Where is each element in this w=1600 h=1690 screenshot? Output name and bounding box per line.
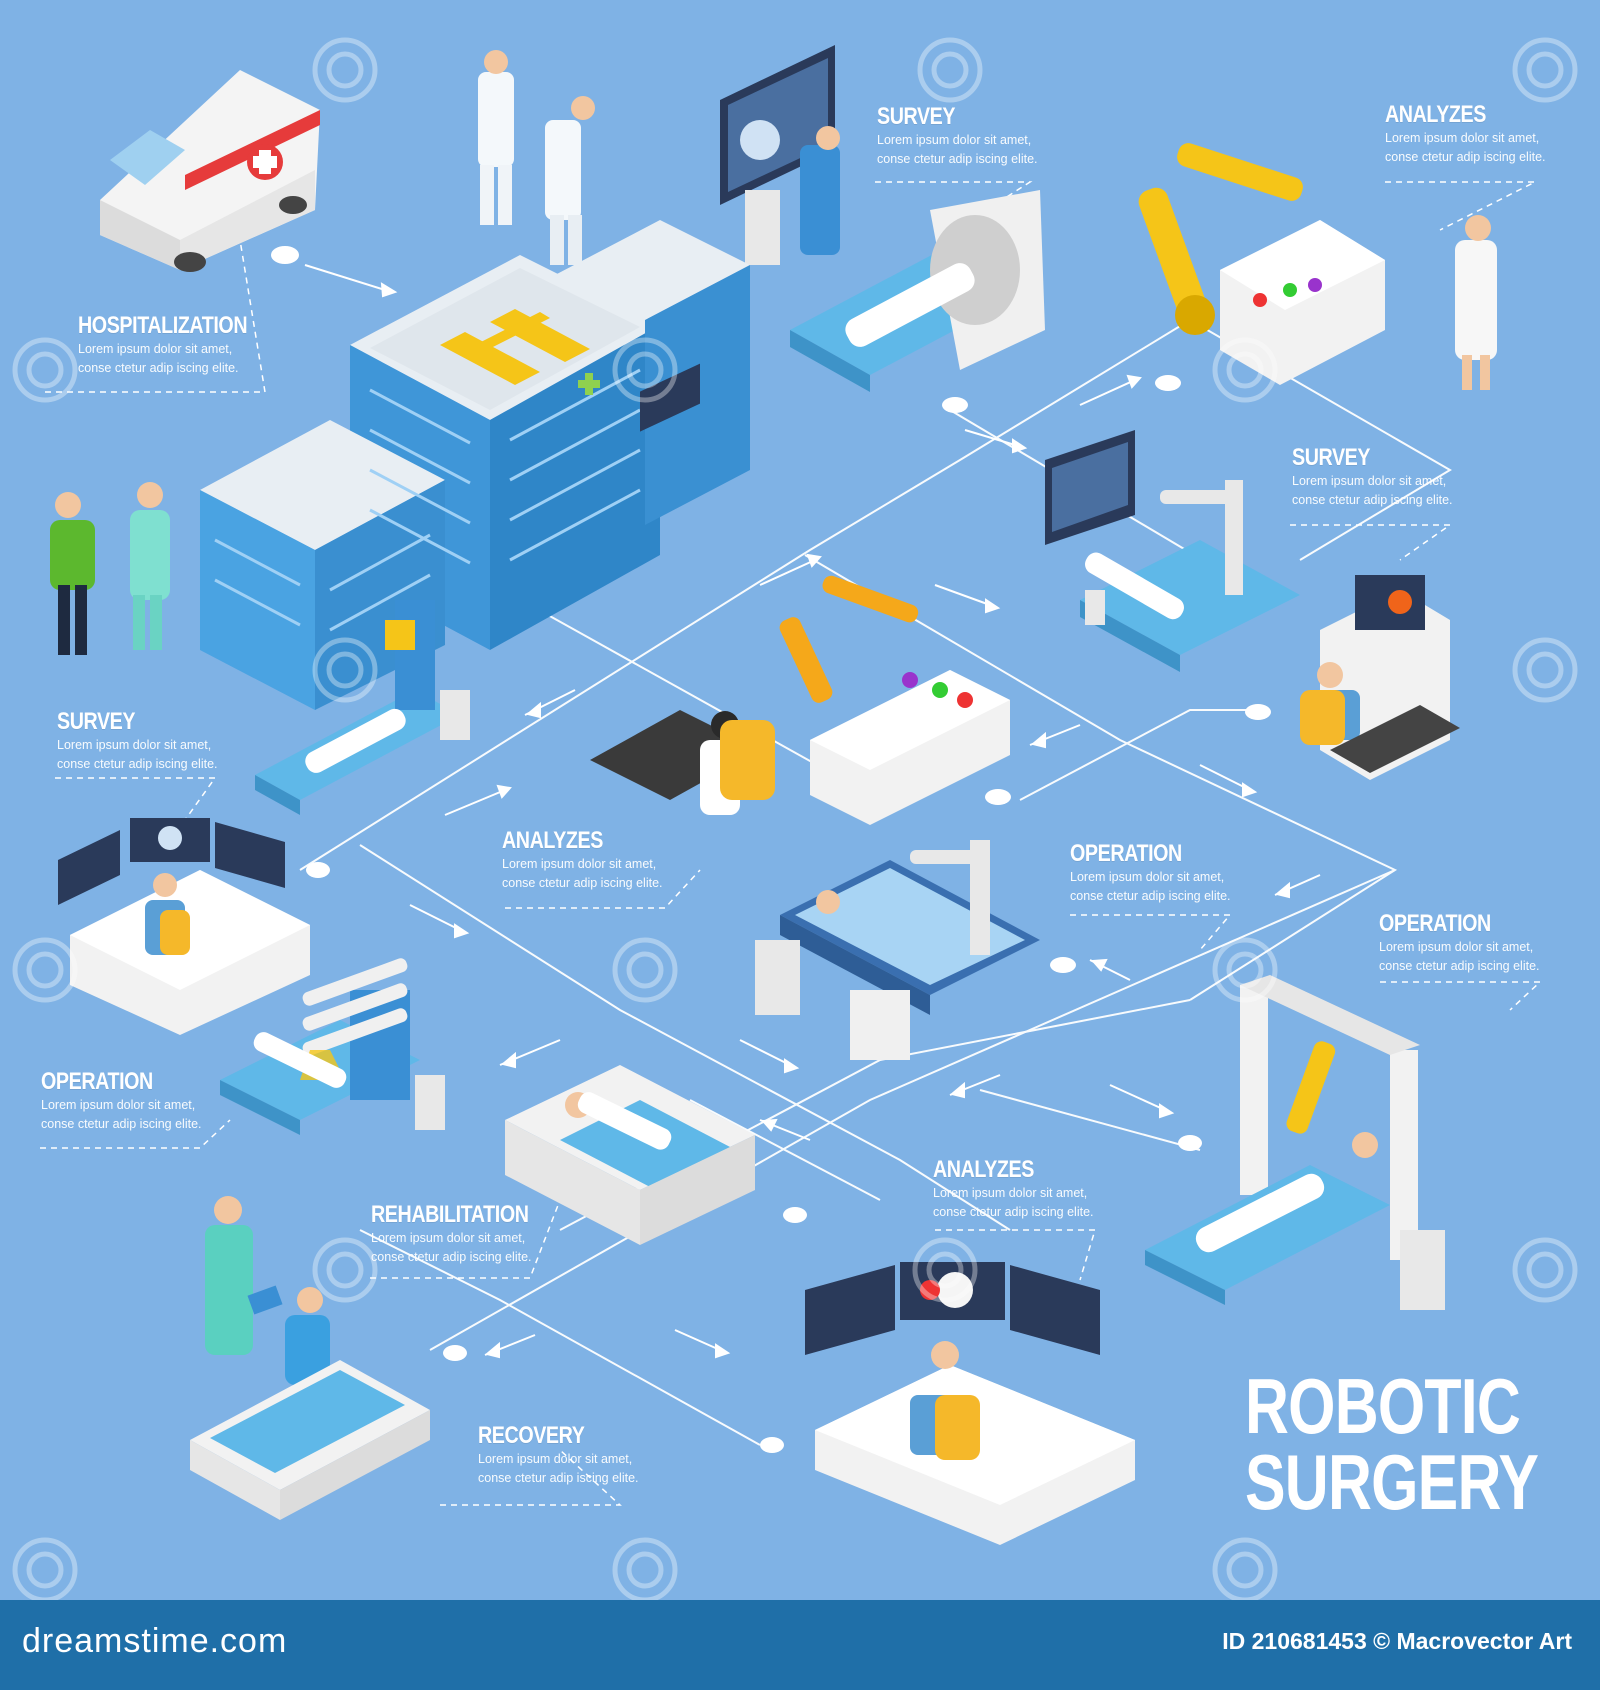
- hospital-building-icon: [200, 220, 750, 710]
- surgeon-console-icon: [1300, 575, 1460, 780]
- helipad-h: [440, 309, 590, 385]
- multi-arm-robot-icon: [220, 958, 445, 1135]
- doctors-handshake-icon: [478, 50, 595, 265]
- step-operation-left: OPERATION Lorem ipsum dolor sit amet, co…: [41, 1068, 202, 1134]
- footer-bar: dreamstime.com ID 210681453 © Macrovecto…: [0, 1600, 1600, 1690]
- step-desc: Lorem ipsum dolor sit amet,: [1385, 131, 1540, 145]
- mri-scanner-icon: [790, 190, 1045, 392]
- step-survey-left: SURVEY Lorem ipsum dolor sit amet, conse…: [57, 708, 218, 774]
- footer-site-name[interactable]: dreamstime.com: [22, 1622, 288, 1660]
- eye-exam-console-icon: [58, 818, 310, 1035]
- recovery-icon: [190, 1196, 430, 1520]
- step-desc: Lorem ipsum dolor sit amet,: [1379, 940, 1534, 954]
- step-desc: Lorem ipsum dolor sit amet,: [502, 857, 657, 871]
- step-operation-center: OPERATION Lorem ipsum dolor sit amet, co…: [1070, 840, 1231, 906]
- step-desc: Lorem ipsum dolor sit amet,: [371, 1231, 526, 1245]
- step-rehabilitation: REHABILITATION Lorem ipsum dolor sit ame…: [371, 1201, 563, 1267]
- rehab-bed-icon: [505, 1065, 755, 1245]
- step-title: ANALYZES: [933, 1156, 1034, 1183]
- step-desc: Lorem ipsum dolor sit amet,: [1292, 474, 1447, 488]
- step-desc: Lorem ipsum dolor sit amet,: [877, 133, 1032, 147]
- main-title-line2: SURGERY: [1245, 1438, 1539, 1526]
- step-title: OPERATION: [1070, 840, 1182, 867]
- step-desc: conse ctetur adip iscing elite.: [478, 1471, 639, 1485]
- step-desc: Lorem ipsum dolor sit amet,: [933, 1186, 1088, 1200]
- main-title-line1: ROBOTIC: [1245, 1362, 1521, 1450]
- step-survey-top: SURVEY Lorem ipsum dolor sit amet, conse…: [877, 103, 1038, 169]
- step-desc: conse ctetur adip iscing elite.: [933, 1205, 1094, 1219]
- step-desc: conse ctetur adip iscing elite.: [1385, 150, 1546, 164]
- ambulance-icon: [100, 70, 320, 272]
- step-title: SURVEY: [877, 103, 956, 130]
- survey-monitor-icon: [720, 45, 840, 265]
- step-hospitalization: HOSPITALIZATION Lorem ipsum dolor sit am…: [78, 312, 284, 378]
- step-title: SURVEY: [1292, 444, 1371, 471]
- step-desc: conse ctetur adip iscing elite.: [502, 876, 663, 890]
- footer-image-id: ID 210681453 © Macrovector Art: [1222, 1628, 1572, 1654]
- step-desc: conse ctetur adip iscing elite.: [1379, 959, 1540, 973]
- step-title: OPERATION: [1379, 910, 1491, 937]
- analyzes-desk-icon: [590, 363, 1010, 825]
- step-title: ANALYZES: [1385, 101, 1486, 128]
- step-title: RECOVERY: [478, 1422, 585, 1449]
- watermark-swirls: [12, 37, 1578, 1600]
- step-desc: conse ctetur adip iscing elite.: [371, 1250, 532, 1264]
- step-title: ANALYZES: [502, 827, 603, 854]
- main-title: ROBOTIC SURGERY: [1245, 1362, 1539, 1526]
- step-desc: conse ctetur adip iscing elite.: [41, 1117, 202, 1131]
- step-desc: Lorem ipsum dolor sit amet,: [78, 342, 233, 356]
- flowchart-illustration: [12, 37, 1578, 1600]
- step-desc: Lorem ipsum dolor sit amet,: [1070, 870, 1225, 884]
- ultrasound-icon: [1045, 430, 1300, 672]
- step-desc: conse ctetur adip iscing elite.: [1070, 889, 1231, 903]
- step-analyzes-center: ANALYZES Lorem ipsum dolor sit amet, con…: [502, 827, 663, 893]
- gantry-operation-icon: [1145, 975, 1445, 1310]
- step-title: OPERATION: [41, 1068, 153, 1095]
- leader-lines: [40, 181, 1542, 1506]
- step-desc: Lorem ipsum dolor sit amet,: [41, 1098, 196, 1112]
- step-title: SURVEY: [57, 708, 136, 735]
- lab-console-icon: [805, 1262, 1135, 1545]
- connector-dots: [271, 246, 1271, 1453]
- step-desc: conse ctetur adip iscing elite.: [1292, 493, 1453, 507]
- step-desc: conse ctetur adip iscing elite.: [877, 152, 1038, 166]
- patient-consult-icon: [50, 482, 170, 655]
- step-analyzes-bottom: ANALYZES Lorem ipsum dolor sit amet, con…: [933, 1156, 1094, 1222]
- step-desc: Lorem ipsum dolor sit amet,: [57, 738, 212, 752]
- step-desc: conse ctetur adip iscing elite.: [57, 757, 218, 771]
- operation-table-icon: [755, 840, 1040, 1060]
- step-desc: conse ctetur adip iscing elite.: [78, 361, 239, 375]
- step-title: HOSPITALIZATION: [78, 312, 248, 339]
- step-operation-right: OPERATION Lorem ipsum dolor sit amet, co…: [1379, 910, 1540, 976]
- step-title: REHABILITATION: [371, 1201, 529, 1228]
- step-analyzes-top: ANALYZES Lorem ipsum dolor sit amet, con…: [1385, 101, 1546, 167]
- xray-table-icon: [255, 600, 470, 815]
- lab-robot-icon: [1138, 143, 1385, 385]
- step-desc: Lorem ipsum dolor sit amet,: [478, 1452, 633, 1466]
- flow-arrows: [304, 264, 1321, 1359]
- lab-doctor-icon: [1455, 215, 1497, 390]
- step-survey-right: SURVEY Lorem ipsum dolor sit amet, conse…: [1292, 444, 1453, 510]
- step-recovery: RECOVERY Lorem ipsum dolor sit amet, con…: [478, 1422, 639, 1488]
